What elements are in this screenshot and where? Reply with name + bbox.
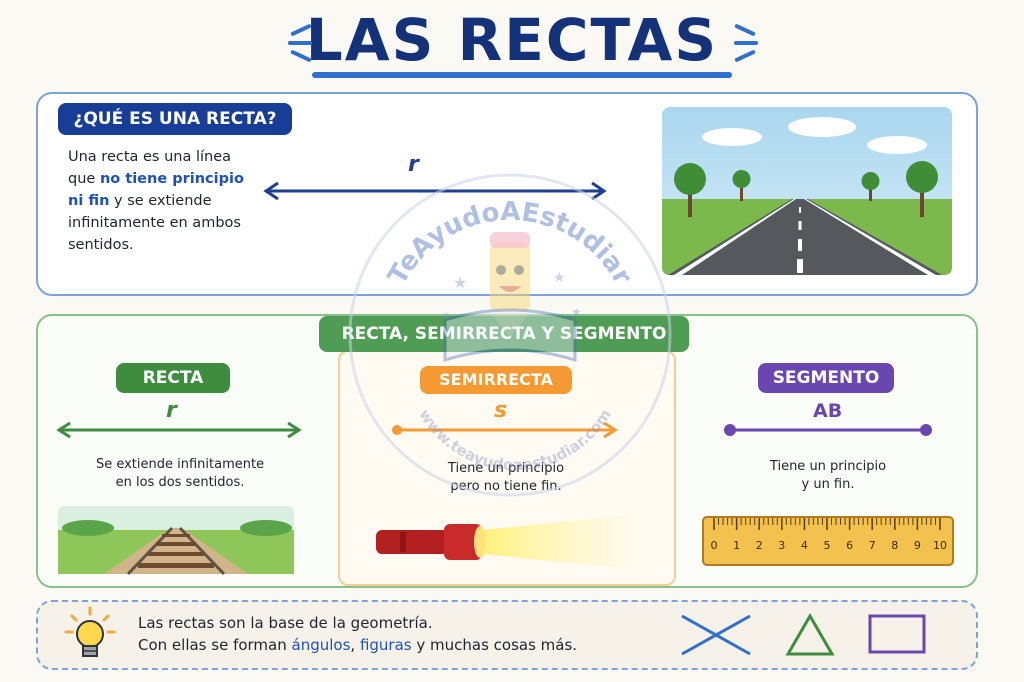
semirrecta-label: SEMIRRECTA bbox=[420, 366, 572, 394]
footer-line2-end: y muchas cosas más. bbox=[411, 636, 578, 654]
title-deco-dash bbox=[734, 41, 758, 45]
footer-comma: , bbox=[350, 636, 360, 654]
recta-caption-line2: en los dos sentidos. bbox=[115, 475, 245, 490]
road-illustration bbox=[662, 107, 952, 275]
definition-text: Una recta es una línea que no tiene prin… bbox=[68, 146, 248, 256]
recta-letter: r bbox=[166, 398, 177, 423]
ruler-number: 10 bbox=[933, 539, 947, 552]
ruler-number: 2 bbox=[756, 539, 763, 552]
recta-caption-line1: Se extiende infinitamente bbox=[95, 457, 265, 472]
segmento-line-icon bbox=[724, 424, 932, 436]
title-underline bbox=[312, 72, 732, 78]
footer-text: Las rectas son la base de la geometría. … bbox=[138, 612, 577, 656]
definition-text-end: y se extiende infinitamente en ambos sen… bbox=[68, 193, 241, 253]
footer-line2-start: Con ellas se forman bbox=[138, 636, 292, 654]
lightbulb-icon bbox=[64, 606, 116, 657]
ruler-number: 5 bbox=[824, 539, 831, 552]
semirrecta-ray-icon bbox=[392, 421, 618, 439]
segmento-caption: Tiene un principio y un fin. bbox=[714, 458, 942, 494]
double-arrow-line-icon bbox=[263, 181, 607, 201]
footer-line1: Las rectas son la base de la geometría. bbox=[138, 614, 433, 632]
crossed-lines-icon bbox=[681, 614, 751, 656]
recta-label: RECTA bbox=[116, 363, 230, 393]
title-area: LAS RECTAS bbox=[0, 4, 1024, 88]
line-label-r: r bbox=[408, 152, 419, 177]
ruler-number: 8 bbox=[891, 539, 898, 552]
definition-highlight: no tiene principio ni fin bbox=[68, 171, 244, 209]
footer-angulos: ángulos bbox=[291, 636, 351, 654]
semirrecta-caption: Tiene un principio pero no tiene fin. bbox=[388, 460, 624, 496]
recta-double-arrow-icon bbox=[56, 421, 302, 439]
ruler-illustration: 0 1 2 3 4 5 6 7 8 9 10 bbox=[702, 516, 954, 566]
segmento-caption-line2: y un fin. bbox=[801, 477, 855, 492]
semirrecta-caption-line2: pero no tiene fin. bbox=[450, 479, 562, 494]
railway-illustration bbox=[58, 506, 294, 576]
page-title: LAS RECTAS bbox=[305, 6, 719, 74]
semirrecta-caption-line1: Tiene un principio bbox=[447, 461, 565, 476]
ruler-number: 1 bbox=[733, 539, 740, 552]
definition-heading: ¿QUÉ ES UNA RECTA? bbox=[58, 103, 292, 135]
segmento-letter: AB bbox=[813, 400, 843, 422]
segmento-label: SEGMENTO bbox=[758, 363, 894, 393]
ruler-number: 0 bbox=[711, 539, 718, 552]
title-deco-dash bbox=[288, 41, 312, 45]
ruler-number: 6 bbox=[846, 539, 853, 552]
ruler-number: 4 bbox=[801, 539, 808, 552]
footer-line2: Con ellas se forman ángulos, figuras y m… bbox=[138, 634, 577, 656]
footer-figuras: figuras bbox=[359, 636, 412, 654]
definition-text-start: Una recta es una línea que bbox=[68, 149, 232, 187]
comparison-heading: RECTA, SEMIRRECTA Y SEGMENTO bbox=[319, 316, 689, 352]
triangle-icon bbox=[785, 613, 835, 656]
segmento-caption-line1: Tiene un principio bbox=[769, 459, 887, 474]
flashlight-illustration bbox=[376, 514, 638, 570]
ruler-number: 7 bbox=[869, 539, 876, 552]
rectangle-icon bbox=[868, 614, 926, 654]
ruler-number: 9 bbox=[914, 539, 921, 552]
recta-caption: Se extiende infinitamente en los dos sen… bbox=[58, 456, 302, 492]
ruler-number: 3 bbox=[778, 539, 785, 552]
